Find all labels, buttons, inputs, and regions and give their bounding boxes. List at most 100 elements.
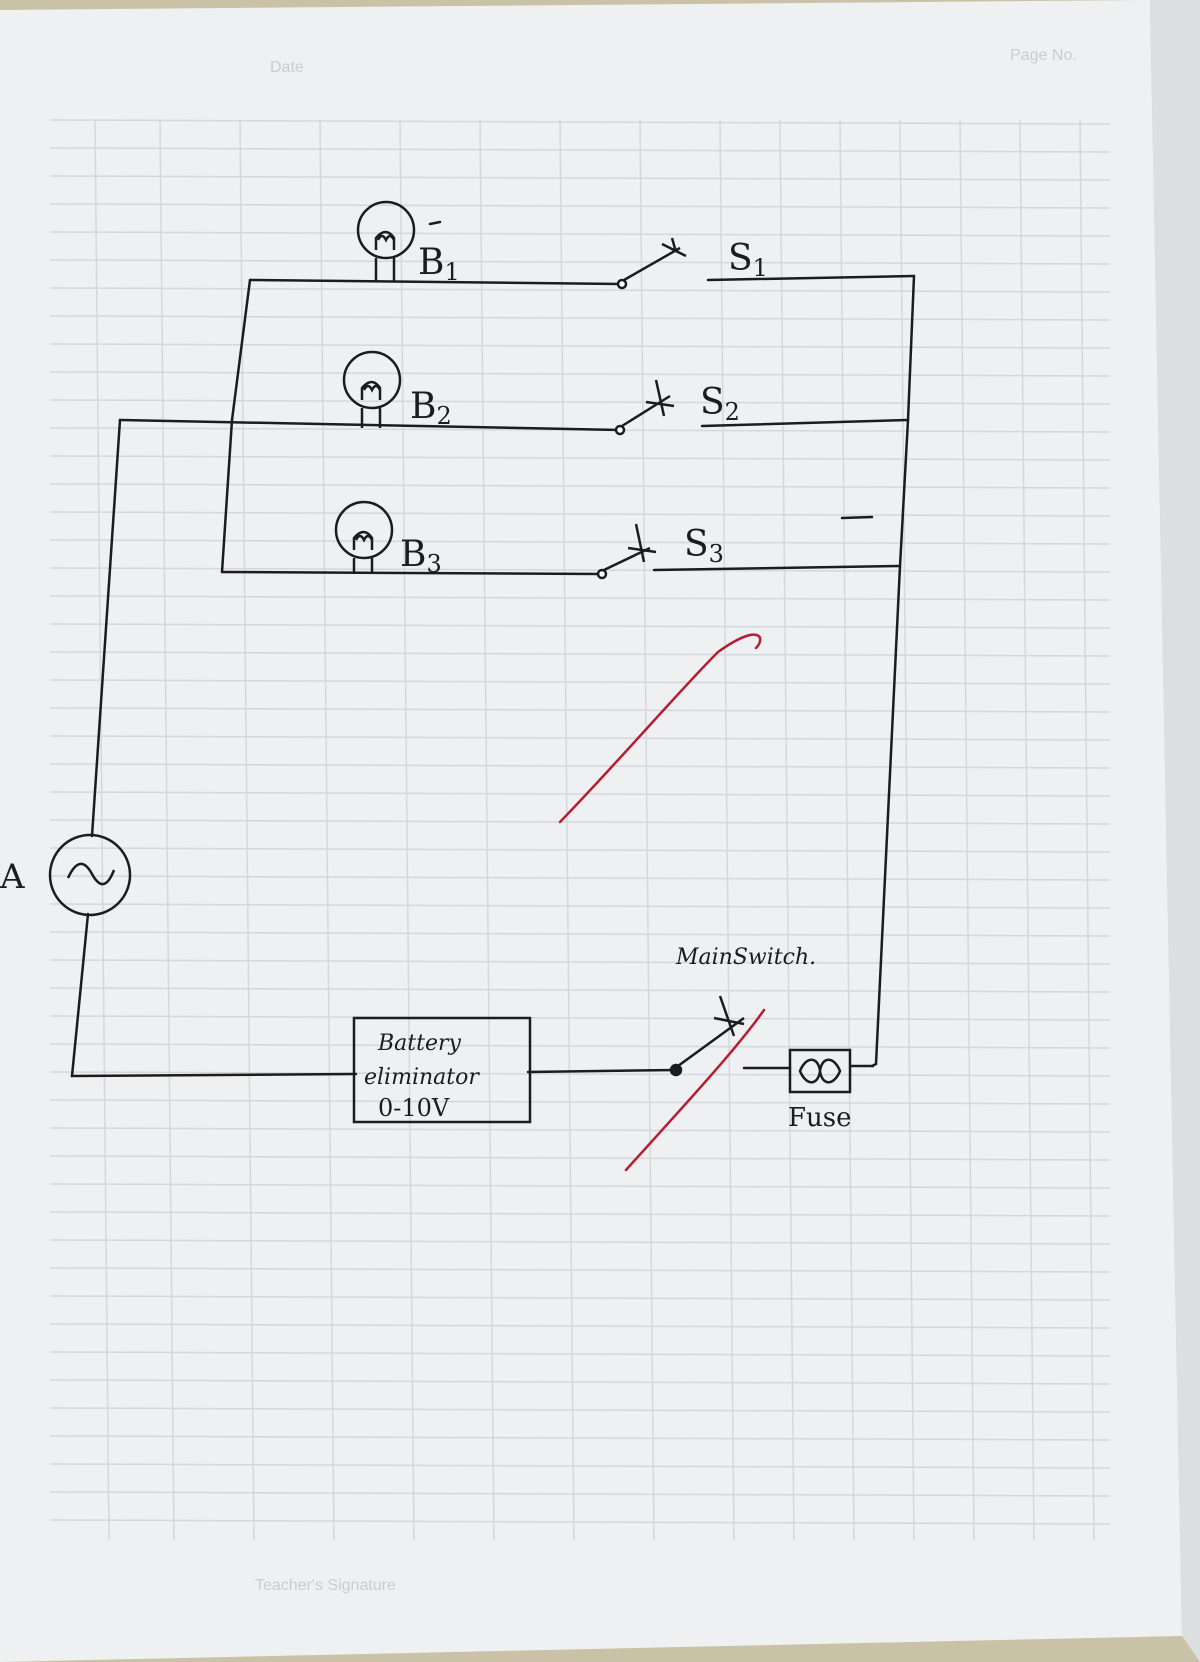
page-number-header: Page No. xyxy=(1010,47,1077,64)
bulb-b2 xyxy=(342,350,402,428)
switch-s2 xyxy=(614,379,675,436)
label-main-switch: MainSwitch. xyxy=(675,945,816,970)
grid-row-line xyxy=(49,1239,1111,1245)
grid-row-line xyxy=(49,1351,1111,1357)
label-b1: B1 xyxy=(418,242,460,286)
label-source-a: A xyxy=(0,857,25,897)
switch-s1-pivot xyxy=(616,278,628,290)
label-battery-line1: Battery xyxy=(377,1031,462,1056)
outer-left-wire-upper xyxy=(90,418,122,838)
fuse-element xyxy=(798,1058,842,1084)
grid-column-line xyxy=(1019,119,1035,1541)
switch-s3-pivot xyxy=(596,568,608,580)
label-b2: B2 xyxy=(410,386,452,430)
grid-row-line xyxy=(49,1267,1111,1273)
branch-3-wire xyxy=(220,570,602,576)
battery-eliminator-box xyxy=(352,1016,532,1124)
grid-row-line xyxy=(49,231,1111,237)
grid-row-line xyxy=(49,819,1111,825)
label-s1: S1 xyxy=(728,238,768,282)
ac-source-wave xyxy=(66,862,116,886)
red-pen-marks xyxy=(558,633,766,1172)
switch-s1-lever xyxy=(623,246,681,282)
branch-1-wire xyxy=(248,278,622,286)
grid-row-line xyxy=(49,259,1111,265)
grid-row-line xyxy=(49,203,1111,209)
grid-row-line xyxy=(49,1071,1111,1077)
branch-2-return-wire xyxy=(700,418,910,428)
grid-row-line xyxy=(49,343,1111,349)
page-edge xyxy=(1150,0,1200,1662)
grid-row-line xyxy=(49,1099,1111,1105)
grid-row-line xyxy=(49,1295,1111,1301)
switch-s2-lever xyxy=(621,394,671,428)
label-s3: S3 xyxy=(684,524,724,568)
grid-row-line xyxy=(49,1127,1111,1133)
grid-column-line xyxy=(959,119,975,1541)
grid-row-line xyxy=(49,763,1111,769)
bulb-b2-glass xyxy=(342,350,402,410)
bulb-b3-base xyxy=(352,558,374,574)
bulb-b3-glass xyxy=(334,500,394,560)
grid-column-line xyxy=(779,119,795,1541)
switch-s1 xyxy=(616,237,687,290)
stub-mark-2 xyxy=(428,220,442,226)
grid-row-line xyxy=(49,1463,1111,1469)
grid-row-line xyxy=(49,1379,1111,1385)
grid-row-line xyxy=(49,1491,1111,1497)
grid-column-line xyxy=(559,119,575,1541)
grid-row-line xyxy=(49,651,1111,657)
grid-column-line xyxy=(159,119,175,1541)
grid-column-line xyxy=(319,119,335,1541)
grid-row-line xyxy=(49,791,1111,797)
bulb-b3-filament xyxy=(352,530,374,550)
branch-1-return-wire xyxy=(706,274,916,282)
grid-row-line xyxy=(49,399,1111,405)
date-header: Date xyxy=(270,59,304,76)
left-rail-lower xyxy=(220,418,234,574)
label-battery-line3: 0-10V xyxy=(378,1094,450,1122)
grid-row-line xyxy=(49,147,1111,153)
branch-2-wire xyxy=(118,418,622,432)
switch-s2-knob xyxy=(645,379,675,417)
bulb-b1-base xyxy=(374,258,396,282)
ac-source xyxy=(48,833,132,917)
grid-row-line xyxy=(49,1183,1111,1189)
fuse xyxy=(788,1048,874,1094)
grid-column-line xyxy=(1079,119,1095,1541)
stub-mark xyxy=(840,515,874,520)
grid-row-line xyxy=(49,1519,1111,1525)
grid-row-line xyxy=(49,1155,1111,1161)
label-s2: S2 xyxy=(700,382,740,426)
grid-row-line xyxy=(49,539,1111,545)
grid-column-line xyxy=(639,119,655,1541)
bulb-b1 xyxy=(356,200,416,282)
grid-row-line xyxy=(49,987,1111,993)
bulb-b3 xyxy=(334,500,394,574)
main-switch xyxy=(669,995,745,1077)
main-switch-knob xyxy=(713,995,745,1037)
circuit-wires xyxy=(70,220,916,1078)
branch-3-return-wire xyxy=(652,564,902,572)
main-switch-lever xyxy=(677,1016,745,1068)
grid-row-line xyxy=(49,707,1111,713)
switch-s1-knob xyxy=(661,237,687,258)
label-battery-line2: eliminator xyxy=(364,1065,480,1090)
grid-row-line xyxy=(49,1043,1111,1049)
red-tick-upper xyxy=(558,633,762,824)
grid-row-line xyxy=(49,315,1111,321)
red-tick-lower xyxy=(624,1008,766,1172)
bulb-b2-base xyxy=(360,408,382,428)
fuse-box xyxy=(788,1048,852,1094)
grid-column-line xyxy=(719,119,735,1541)
grid-row-line xyxy=(49,119,1111,125)
grid-column-line xyxy=(479,119,495,1541)
grid-column-line xyxy=(839,119,855,1541)
bulb-b1-glass xyxy=(356,200,416,260)
bulb-b2-filament xyxy=(360,380,382,400)
label-fuse: Fuse xyxy=(788,1103,852,1133)
grid-row-line xyxy=(49,623,1111,629)
grid-row-line xyxy=(49,903,1111,909)
grid-row-line xyxy=(49,287,1111,293)
